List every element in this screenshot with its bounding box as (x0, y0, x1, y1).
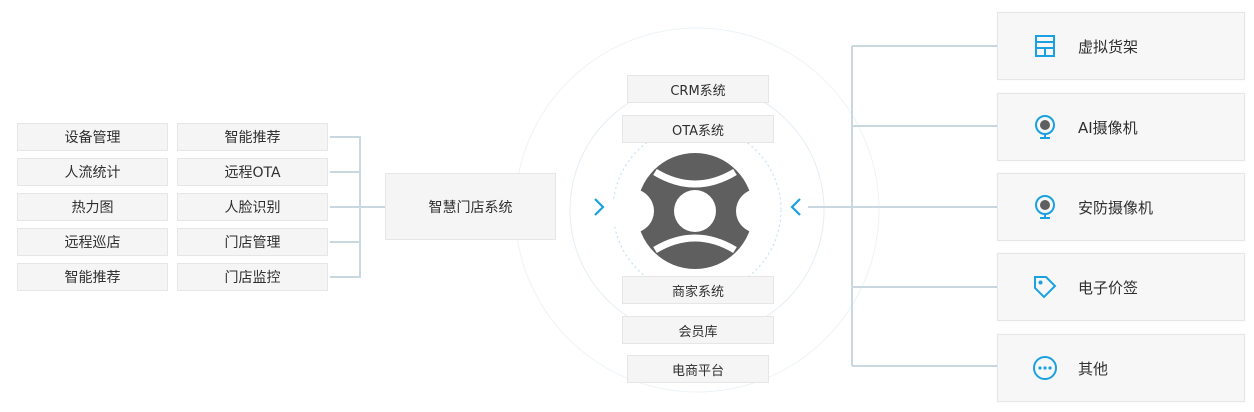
camera-icon (1032, 194, 1058, 220)
device-label: 虚拟货架 (1078, 37, 1139, 56)
feature-face-recognition: 人脸识别 (177, 193, 328, 221)
ota-system-box: OTA系统 (622, 115, 774, 143)
device-ai-camera: AI摄像机 (997, 93, 1245, 161)
camera-icon (1032, 114, 1058, 140)
feature-traffic-stats: 人流统计 (17, 158, 168, 186)
feature-heatmap: 热力图 (17, 193, 168, 221)
price-tag-icon (1032, 274, 1058, 300)
member-db-box: 会员库 (622, 316, 774, 344)
feature-smart-recommend-2: 智能推荐 (177, 123, 328, 151)
ecommerce-box: 电商平台 (627, 355, 769, 383)
smart-store-system-box: 智慧门店系统 (385, 173, 556, 240)
feature-remote-patrol: 远程巡店 (17, 228, 168, 256)
device-label: 其他 (1078, 359, 1109, 378)
left-connector (330, 136, 386, 278)
feature-remote-ota: 远程OTA (177, 158, 328, 186)
feature-device-management: 设备管理 (17, 123, 168, 151)
device-e-price-tag: 电子价签 (997, 253, 1245, 321)
device-virtual-shelf: 虚拟货架 (997, 12, 1245, 80)
more-icon (1032, 355, 1058, 381)
device-label: AI摄像机 (1078, 118, 1138, 137)
device-other: 其他 (997, 334, 1245, 402)
chevron-left-icon (790, 198, 801, 216)
shelf-icon (1032, 33, 1058, 59)
chevron-right-icon (594, 198, 605, 216)
merchant-system-box: 商家系统 (622, 276, 774, 304)
crm-system-box: CRM系统 (627, 75, 769, 103)
feature-smart-recommend: 智能推荐 (17, 263, 168, 291)
platform-logo-icon (610, 153, 780, 269)
right-connector (808, 45, 998, 367)
device-label: 安防摄像机 (1078, 198, 1154, 217)
device-security-camera: 安防摄像机 (997, 173, 1245, 241)
feature-store-monitor: 门店监控 (177, 263, 328, 291)
feature-store-management: 门店管理 (177, 228, 328, 256)
device-label: 电子价签 (1078, 278, 1139, 297)
